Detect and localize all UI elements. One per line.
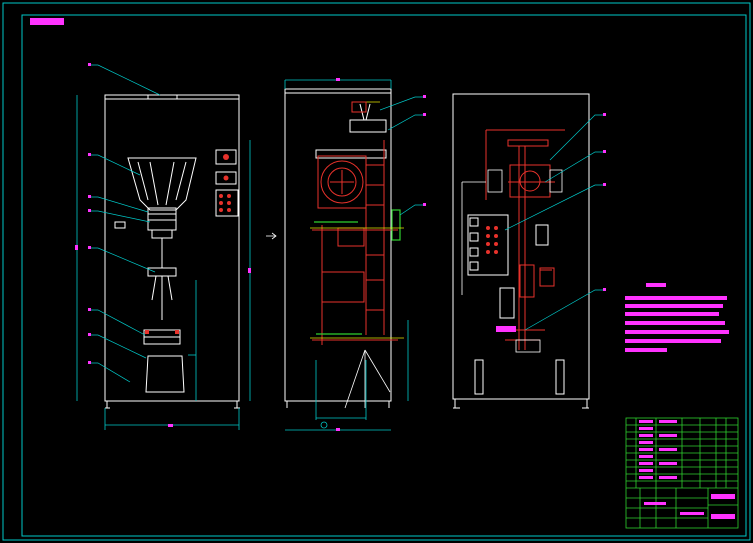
technical-notes bbox=[625, 283, 729, 352]
title-block bbox=[625, 417, 739, 529]
rear-view bbox=[452, 93, 606, 409]
front-view bbox=[75, 63, 277, 430]
side-view bbox=[284, 78, 426, 431]
title-tag bbox=[30, 18, 64, 25]
